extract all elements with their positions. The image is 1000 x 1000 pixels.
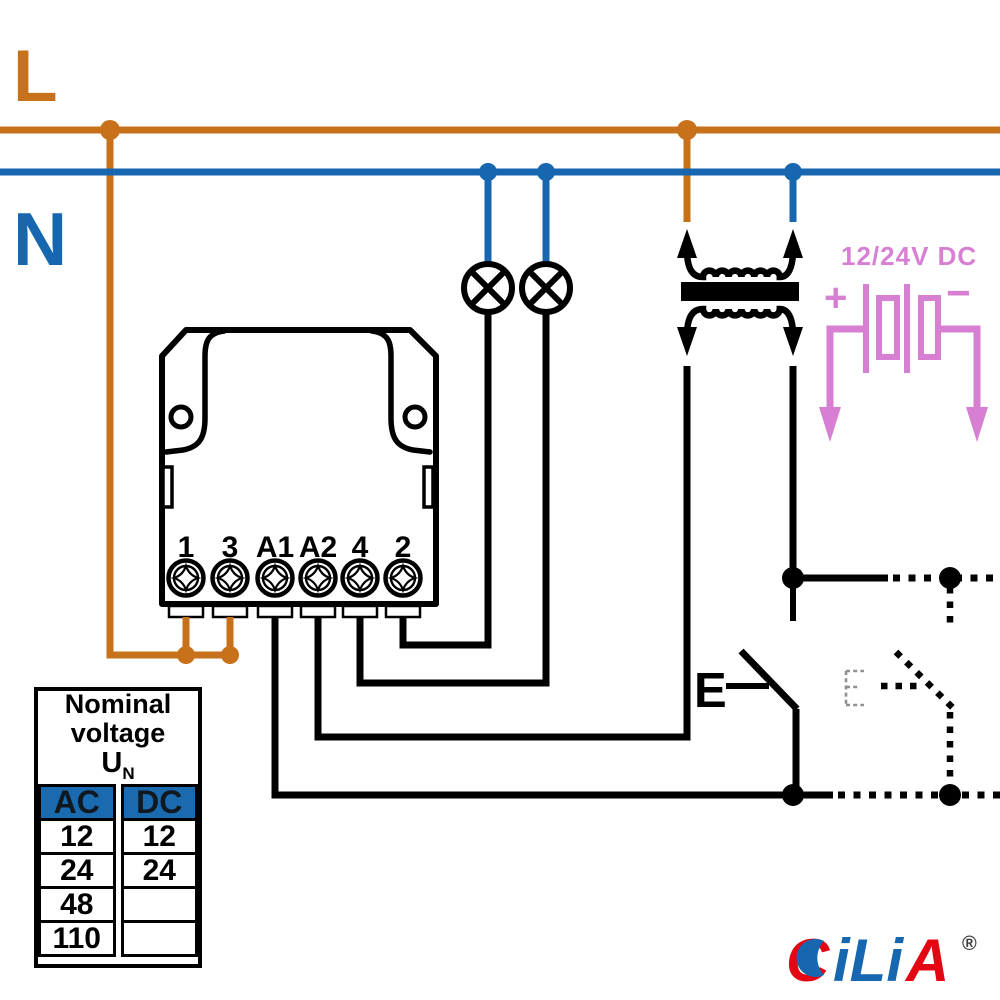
table-cell: 24 — [38, 852, 116, 889]
table-cell: 24 — [120, 852, 198, 889]
mounting-hole-right — [402, 404, 428, 430]
terminal-tabs — [167, 604, 422, 619]
lamp-icon — [519, 261, 573, 315]
arrow-down — [819, 407, 841, 442]
junction-dot — [939, 784, 961, 806]
table-header-dc: DC — [120, 784, 198, 821]
junction-dot — [784, 163, 802, 181]
side-notch-left — [161, 465, 174, 509]
neutral-wiring — [0, 163, 1000, 266]
pushbutton-icon — [726, 578, 800, 793]
wire-a1-bottom-bus — [271, 617, 833, 799]
table-cell: 110 — [38, 920, 116, 957]
load-wiring — [271, 229, 1000, 806]
terminal-label-a2: A2 — [298, 531, 338, 564]
table-cell: 48 — [38, 886, 116, 923]
dc-plus-wire — [826, 325, 866, 410]
terminal-label-3: 3 — [221, 531, 239, 564]
table-grid: AC DC 12 12 24 24 48 110 — [38, 784, 198, 957]
table-cell: 12 — [38, 818, 116, 855]
wire-transformer-to-top-bus — [789, 366, 888, 582]
table-title-line1: Nominal — [64, 688, 172, 719]
table-title: Nominal voltage UN — [38, 688, 198, 787]
neutral-label: N — [13, 197, 68, 281]
junction-dot — [177, 646, 195, 664]
terminal-label-1: 1 — [177, 531, 195, 564]
transformer-icon — [677, 229, 803, 356]
mounting-hole-left — [168, 404, 194, 430]
relay-module — [159, 327, 439, 619]
wire-lamp2-to-terminal4 — [356, 313, 550, 687]
wire-lamp1-to-terminal2 — [399, 313, 492, 649]
line-wiring — [0, 120, 1000, 664]
table-title-line2: voltage — [70, 717, 166, 748]
dc-minus-wire — [938, 325, 981, 410]
logo-registered: ® — [962, 933, 977, 955]
terminal-label-a1: A1 — [255, 531, 295, 564]
terminal-screw-icon — [166, 558, 206, 598]
junction-dot — [677, 120, 697, 140]
minus-label: − — [946, 269, 971, 316]
battery-icon — [819, 284, 988, 442]
junction-dot — [782, 784, 804, 806]
plus-label: + — [824, 276, 848, 320]
terminal-screw-icon — [340, 558, 380, 598]
terminal-screw-icon — [298, 558, 338, 598]
cilia-logo: C iLi A ® — [786, 927, 977, 994]
ghost-e-icon — [844, 669, 864, 707]
table-cell: 12 — [120, 818, 198, 855]
nominal-voltage-table: Nominal voltage UN AC DC 12 12 24 24 48 … — [34, 687, 202, 968]
terminal-label-2: 2 — [394, 531, 412, 564]
junction-dot — [782, 567, 804, 589]
table-cell — [120, 920, 198, 957]
junction-dot — [100, 120, 120, 140]
dc-voltage-label: 12/24V DC — [841, 241, 978, 271]
wire-a2-to-transformer — [314, 366, 691, 741]
ghost-pushbutton-icon — [881, 587, 956, 791]
line-label: L — [13, 36, 58, 117]
table-title-symbol: UN — [101, 746, 135, 783]
lamp-icon — [461, 261, 515, 315]
terminal-screw-icon — [255, 558, 295, 598]
logo-letters-ili: iLi — [833, 927, 904, 994]
junction-dot — [479, 163, 497, 181]
table-cell — [120, 886, 198, 923]
terminal-screws — [166, 558, 423, 598]
terminal-screw-icon — [210, 558, 250, 598]
logo-crescent — [796, 939, 824, 977]
terminal-label-4: 4 — [351, 531, 369, 564]
logo-letter-a: A — [904, 927, 949, 994]
junction-dot — [221, 646, 239, 664]
table-header-ac: AC — [38, 784, 116, 821]
pushbutton-label: E — [694, 664, 727, 718]
side-notch-right — [422, 465, 435, 509]
junction-dot — [939, 567, 961, 589]
junction-dot — [537, 163, 555, 181]
arrow-down — [966, 407, 988, 442]
terminal-screw-icon — [383, 558, 423, 598]
